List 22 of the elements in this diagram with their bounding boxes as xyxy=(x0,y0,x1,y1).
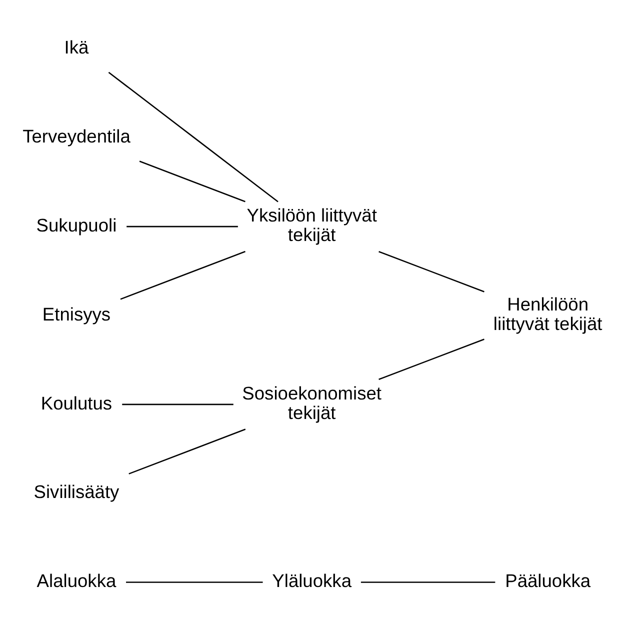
node-text: Henkilöön liittyvät tekijät xyxy=(493,294,602,334)
connector xyxy=(108,72,278,202)
connector xyxy=(120,250,246,300)
node-text: Siviilisääty xyxy=(34,481,120,502)
node-text: Yläluokka xyxy=(272,570,352,592)
connector xyxy=(122,404,234,406)
node-text: Pääluokka xyxy=(505,570,591,592)
connector xyxy=(378,250,484,292)
node-text: Yksilöön liittyvät tekijät xyxy=(246,204,377,246)
node-text: Sosioekonomiset tekijät xyxy=(242,382,382,424)
node-text: Sukupuoli xyxy=(36,214,117,236)
connector xyxy=(126,582,263,583)
node-text: Ikä xyxy=(64,36,89,58)
connector xyxy=(139,160,246,202)
node-text: Alaluokka xyxy=(36,570,116,592)
connector xyxy=(378,338,484,380)
node-text: Etnisyys xyxy=(42,303,111,324)
connector xyxy=(128,428,246,474)
node-text: Koulutus xyxy=(40,392,112,414)
connector xyxy=(126,226,238,228)
connector xyxy=(360,582,496,583)
node-text: Terveydentila xyxy=(22,126,130,147)
